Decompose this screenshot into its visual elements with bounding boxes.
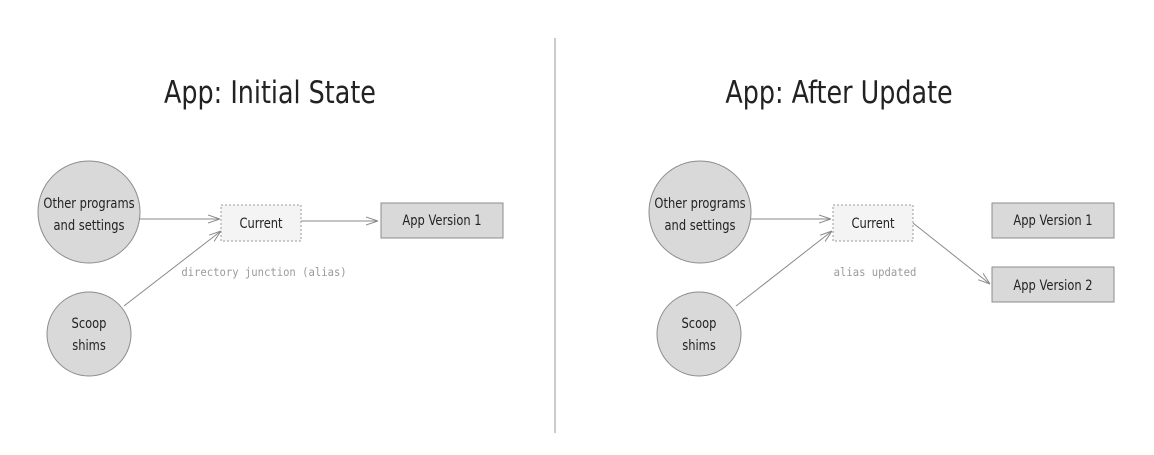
node-app-version-2: App Version 2 (991, 266, 1115, 303)
junction-caption: directory junction (alias) (181, 266, 346, 280)
node-scoop-shims: Scoop shims (656, 291, 742, 377)
node-other-programs: Other programs and settings (37, 160, 141, 264)
node-current: Current (220, 204, 302, 242)
node-label-line: shims (682, 338, 716, 354)
node-label-line: and settings (665, 218, 736, 234)
node-label-line: Other programs (654, 196, 745, 212)
edge-shims-to-current (123, 231, 221, 307)
edge-current-to-v2 (912, 222, 990, 284)
node-label: App Version 1 (1013, 213, 1092, 229)
node-app-version-1: App Version 1 (991, 202, 1115, 239)
panel-after-update: App: After Update Other programs and set… (648, 75, 1115, 377)
node-app-version-1: App Version 1 (380, 202, 504, 239)
node-label-line: shims (72, 338, 106, 354)
node-label: Current (851, 216, 894, 232)
panel-title: App: After Update (725, 75, 952, 111)
node-label-line: Scoop (682, 316, 717, 332)
node-label: Current (239, 216, 282, 232)
node-scoop-shims: Scoop shims (46, 291, 132, 377)
panel-title: App: Initial State (164, 75, 376, 111)
edge-shims-to-current (735, 231, 832, 307)
node-label: App Version 2 (1013, 278, 1092, 294)
node-other-programs: Other programs and settings (648, 160, 752, 264)
alias-caption: alias updated (834, 266, 917, 280)
node-label-line: Scoop (72, 316, 107, 332)
node-label-line: and settings (54, 218, 125, 234)
node-label: App Version 1 (402, 213, 481, 229)
node-current: Current (832, 204, 914, 242)
panel-initial-state: App: Initial State Other programs and se… (37, 75, 504, 377)
node-label-line: Other programs (43, 196, 134, 212)
